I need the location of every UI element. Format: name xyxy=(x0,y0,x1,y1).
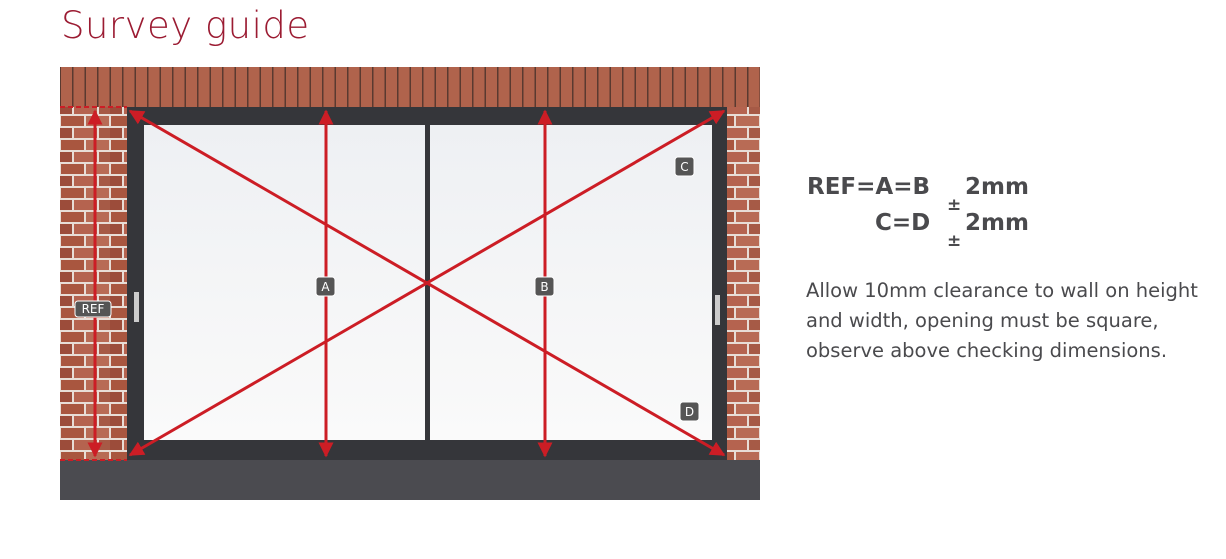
brick-wall-right xyxy=(727,107,760,460)
label-c: C xyxy=(674,156,695,177)
svg-text:B: B xyxy=(540,280,548,294)
clearance-note: Allow 10mm clearance to wall on height a… xyxy=(806,279,1198,362)
rule-tolerance-c-d: ±2mm xyxy=(947,210,1029,251)
svg-text:A: A xyxy=(321,280,330,294)
rule-equation-ref-a-b: REF=A=B xyxy=(807,174,931,200)
glass-panel-right xyxy=(430,125,712,440)
brick-header xyxy=(60,67,760,107)
svg-text:C: C xyxy=(680,160,688,174)
rule-equation-c-d: C=D xyxy=(875,210,931,236)
rule-tolerance-ref-a-b: ±2mm xyxy=(947,174,1029,215)
label-a: A xyxy=(315,276,336,297)
label-d: D xyxy=(679,401,700,422)
handle-right xyxy=(715,295,720,325)
svg-text:REF: REF xyxy=(82,302,105,316)
glass-panel-left xyxy=(144,125,425,440)
door-survey-diagram: REF A B C D xyxy=(60,67,760,500)
floor xyxy=(60,460,760,500)
label-b: B xyxy=(534,276,555,297)
svg-text:D: D xyxy=(685,405,694,419)
diagonal-d xyxy=(128,109,726,457)
handle-left xyxy=(134,292,139,322)
page-title: Survey guide xyxy=(61,4,310,47)
label-ref: REF xyxy=(74,300,112,318)
